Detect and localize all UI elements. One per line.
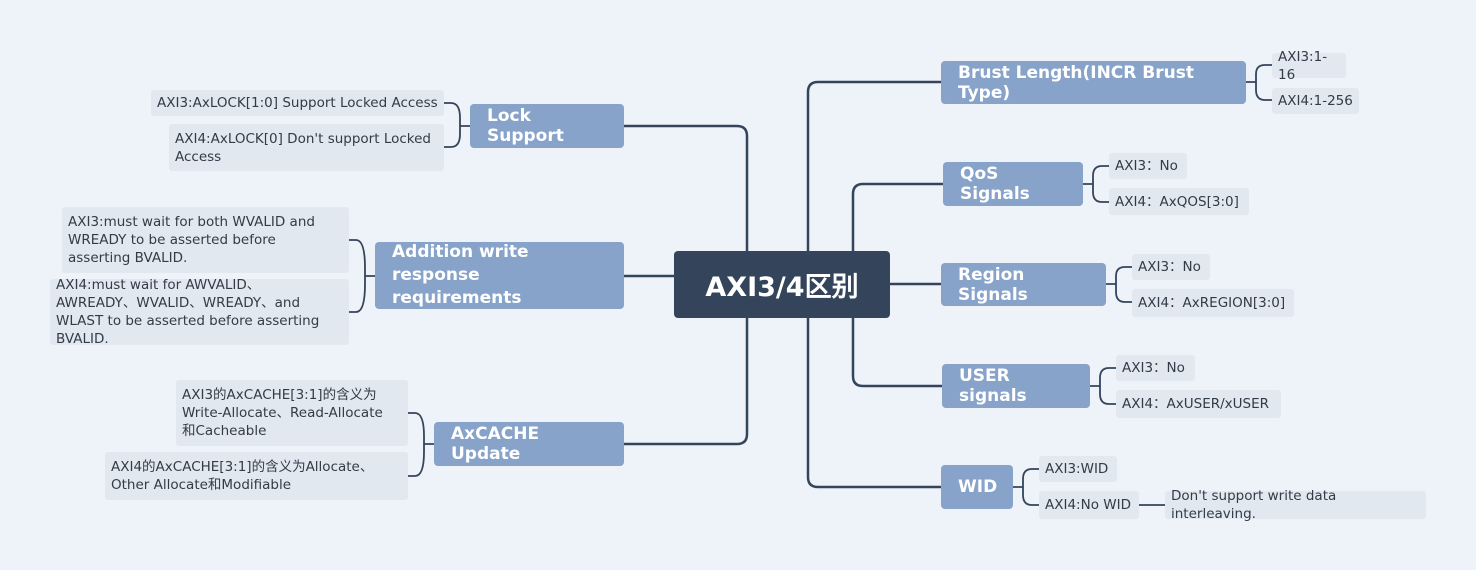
leaf-region-axi3[interactable]: AXI3：No bbox=[1132, 254, 1210, 280]
leaf-region-axi4[interactable]: AXI4：AxREGION[3:0] bbox=[1132, 289, 1294, 317]
leaf-wid-no-interleaving[interactable]: Don't support write data interleaving. bbox=[1165, 488, 1426, 522]
leaf-lock-axi4[interactable]: AXI4:AxLOCK[0] Don't support Locked Acce… bbox=[169, 124, 444, 171]
leaf-lock-axi4-text: AXI4:AxLOCK[0] Don't support Locked Acce… bbox=[175, 130, 431, 165]
bracket-lock bbox=[443, 102, 471, 148]
link-lock bbox=[622, 124, 749, 253]
leaf-write-resp-axi3-text: AXI3:must wait for both WVALID and WREAD… bbox=[68, 214, 315, 266]
branch-write-response[interactable]: Addition write response requirements bbox=[375, 242, 624, 309]
leaf-qos-axi4[interactable]: AXI4：AxQOS[3:0] bbox=[1109, 188, 1249, 215]
leaf-wid-axi4[interactable]: AXI4:No WID bbox=[1039, 491, 1139, 519]
branch-brust-length[interactable]: Brust Length(INCR Brust Type) bbox=[941, 61, 1246, 104]
branch-wid[interactable]: WID bbox=[941, 465, 1013, 509]
branch-lock-support[interactable]: Lock Support bbox=[470, 104, 624, 148]
bracket-brust bbox=[1245, 64, 1273, 101]
link-brust bbox=[806, 80, 943, 286]
link-user bbox=[851, 316, 944, 388]
leaf-write-resp-axi4-text: AXI4:must wait for AWVALID、AWREADY、WVALI… bbox=[56, 277, 320, 347]
bracket-wid bbox=[1012, 468, 1040, 506]
branch-qos-signals[interactable]: QoS Signals bbox=[943, 162, 1083, 206]
leaf-cache-axi3[interactable]: AXI3的AxCACHE[3:1]的含义为Write-Allocate、Read… bbox=[176, 380, 408, 446]
leaf-brust-axi3[interactable]: AXI3:1-16 bbox=[1272, 49, 1346, 83]
bracket-write-resp bbox=[348, 239, 376, 313]
branch-write-response-label: Addition write response requirements bbox=[392, 242, 529, 308]
leaf-brust-axi4[interactable]: AXI4:1-256 bbox=[1272, 88, 1359, 114]
branch-user-signals[interactable]: USER signals bbox=[942, 364, 1090, 408]
leaf-cache-axi4-text: AXI4的AxCACHE[3:1]的含义为Allocate、Other Allo… bbox=[111, 459, 374, 493]
leaf-lock-axi3[interactable]: AXI3:AxLOCK[1:0] Support Locked Access bbox=[151, 90, 444, 116]
leaf-user-axi3[interactable]: AXI3：No bbox=[1116, 355, 1195, 381]
link-cache bbox=[622, 316, 749, 446]
leaf-cache-axi3-text: AXI3的AxCACHE[3:1]的含义为Write-Allocate、Read… bbox=[182, 387, 383, 439]
leaf-user-axi4[interactable]: AXI4：AxUSER/xUSER bbox=[1116, 390, 1281, 418]
bracket-region bbox=[1105, 266, 1133, 303]
root-topic[interactable]: AXI3/4区别 bbox=[674, 251, 890, 318]
branch-region-signals[interactable]: Region Signals bbox=[941, 263, 1106, 306]
leaf-qos-axi3[interactable]: AXI3：No bbox=[1109, 153, 1187, 179]
branch-axcache-update[interactable]: AxCACHE Update bbox=[434, 422, 624, 466]
leaf-wid-axi3[interactable]: AXI3:WID bbox=[1039, 456, 1117, 482]
bracket-user bbox=[1089, 367, 1117, 405]
leaf-write-resp-axi4[interactable]: AXI4:must wait for AWVALID、AWREADY、WVALI… bbox=[50, 277, 349, 347]
leaf-cache-axi4[interactable]: AXI4的AxCACHE[3:1]的含义为Allocate、Other Allo… bbox=[105, 452, 408, 500]
bracket-qos bbox=[1082, 165, 1110, 203]
bracket-cache bbox=[407, 412, 435, 477]
leaf-write-resp-axi3[interactable]: AXI3:must wait for both WVALID and WREAD… bbox=[62, 207, 349, 273]
link-qos bbox=[851, 182, 945, 253]
link-wid bbox=[806, 282, 943, 489]
